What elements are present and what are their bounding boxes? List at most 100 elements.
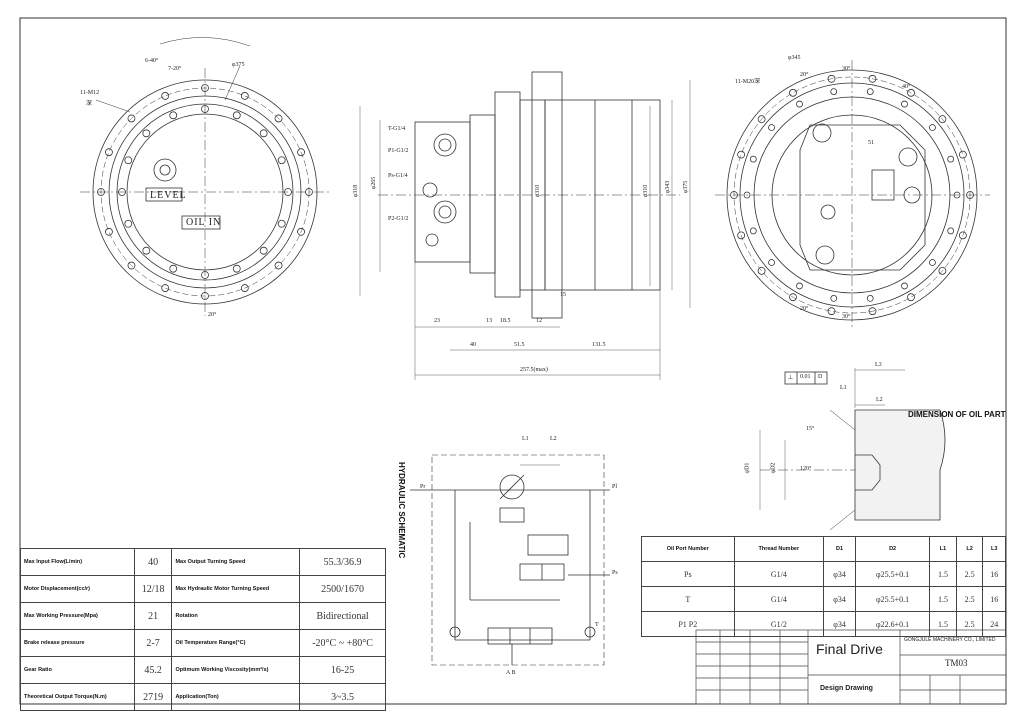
- bolt-hole: [297, 148, 305, 157]
- spec-cell-value2: 2500/1670: [299, 575, 386, 603]
- dim-13-label: 13: [486, 318, 492, 324]
- port-t-label: T-G1/4: [388, 126, 406, 132]
- bolt-hole: [901, 100, 908, 108]
- bolt-hole: [297, 227, 305, 236]
- oil-cell: Ps: [641, 561, 735, 587]
- oil-l3-label: L3: [875, 362, 882, 368]
- oil-header-cell: L3: [982, 536, 1006, 562]
- rear-dim-51-label: 51: [868, 140, 874, 146]
- hydraulic-l1-label: L1: [522, 436, 529, 442]
- side-dia-left-label: φ318: [353, 184, 360, 198]
- front-holes-label: 11-M12: [80, 90, 100, 96]
- tolerance-symbol: ⊥: [788, 375, 794, 381]
- dim-51-5-label: 51.5: [514, 342, 525, 348]
- oil-cell: φ34: [823, 561, 857, 587]
- bolt-hole: [169, 111, 178, 120]
- bolt-hole: [277, 156, 286, 165]
- oil-part-title: DIMENSION OF OIL PART: [908, 410, 1006, 419]
- spec-cell-label: Max Working Pressure(Mpa): [20, 602, 135, 630]
- drawing-subtitle: Design Drawing: [820, 685, 873, 692]
- spec-cell-value: 2719: [133, 683, 173, 711]
- bolt-hole: [124, 219, 133, 228]
- bolt-hole: [929, 259, 936, 266]
- bolt-hole: [796, 282, 803, 290]
- oil-cell: G1/4: [733, 586, 825, 612]
- spec-cell-label2: Application(Ton): [171, 683, 301, 711]
- bolt-hole: [305, 188, 313, 196]
- side-dia-right2-label: φ343: [665, 180, 672, 194]
- bolt-hole: [240, 284, 249, 292]
- bolt-hole: [868, 74, 877, 83]
- bolt-hole: [201, 271, 209, 279]
- bolt-hole: [866, 88, 874, 95]
- spec-cell-value: 21: [133, 602, 173, 630]
- tolerance-value: 0.01: [800, 374, 811, 380]
- bolt-hole: [259, 129, 268, 138]
- spec-cell-label2: Max Output Turning Speed: [171, 548, 301, 576]
- bolt-hole: [866, 295, 874, 302]
- bolt-hole: [730, 191, 738, 199]
- oil-cell: 1.5: [929, 561, 957, 587]
- bolt-hole: [830, 88, 838, 95]
- hydraulic-l2-label: L2: [550, 436, 557, 442]
- bolt-hole: [127, 114, 136, 123]
- bolt-hole: [958, 150, 967, 159]
- hydraulic-pr-label: Pr: [420, 484, 426, 490]
- spec-cell-value2: 55.3/36.9: [299, 548, 386, 576]
- dim-18-5-label: 18.5: [500, 318, 511, 324]
- spec-cell-value2: -20°C ~ +80°C: [299, 629, 386, 657]
- bolt-hole: [966, 191, 974, 199]
- bolt-hole: [142, 246, 151, 255]
- bolt-hole: [274, 114, 283, 123]
- front-bottom-angle-label: 20°: [208, 312, 217, 318]
- bolt-hole: [901, 282, 908, 290]
- dim-15-label: 15: [560, 292, 566, 298]
- oil-cell: φ34: [823, 611, 857, 637]
- product-title: Final Drive: [816, 641, 883, 657]
- bolt-hole: [201, 292, 209, 300]
- bolt-hole: [768, 124, 775, 131]
- oil-l1-label: L1: [840, 385, 847, 391]
- bolt-hole: [105, 148, 113, 157]
- oil-cell: 2.5: [955, 561, 984, 587]
- bolt-hole: [953, 191, 961, 199]
- oil-cell: 16: [982, 586, 1006, 612]
- spec-cell-value: 12/18: [133, 575, 173, 603]
- front-view-drawing: [80, 37, 330, 316]
- oil-cell: T: [641, 586, 735, 612]
- bolt-hole: [737, 231, 746, 240]
- oil-angle-label: 15°: [806, 426, 815, 432]
- oil-l2-label: L2: [876, 397, 883, 403]
- bolt-hole: [749, 227, 757, 235]
- bolt-hole: [907, 88, 915, 97]
- rear-view-drawing: [715, 60, 990, 330]
- oil-part-detail: [759, 368, 946, 531]
- spec-cell-label2: Rotation: [171, 602, 301, 630]
- bolt-hole: [757, 266, 766, 275]
- bolt-hole: [124, 156, 133, 165]
- spec-cell-label: Brake release pressure: [20, 629, 135, 657]
- bolt-hole: [827, 307, 836, 316]
- dim-12-label: 12: [536, 318, 542, 324]
- hydraulic-pl-label: Pl: [612, 484, 618, 490]
- spec-cell-label: Gear Ratio: [20, 656, 135, 684]
- bolt-hole: [259, 246, 268, 255]
- spec-cell-label: Motor Displacement(cc/r): [20, 575, 135, 603]
- bolt-hole: [938, 115, 947, 124]
- bolt-hole: [97, 188, 105, 196]
- spec-cell-value2: 16-25: [299, 656, 386, 684]
- oil-d2-label: φD2: [770, 462, 777, 474]
- rear-angle-c-label: 40°: [902, 84, 911, 90]
- tolerance-datum: D: [818, 374, 823, 380]
- oil-header-cell: L1: [929, 536, 957, 562]
- bolt-hole: [232, 111, 241, 120]
- dim-total-label: 257.5(max): [520, 367, 548, 373]
- hydraulic-title: HYDRAULIC SCHEMATIC: [397, 462, 406, 559]
- model-number: TM03: [945, 658, 968, 668]
